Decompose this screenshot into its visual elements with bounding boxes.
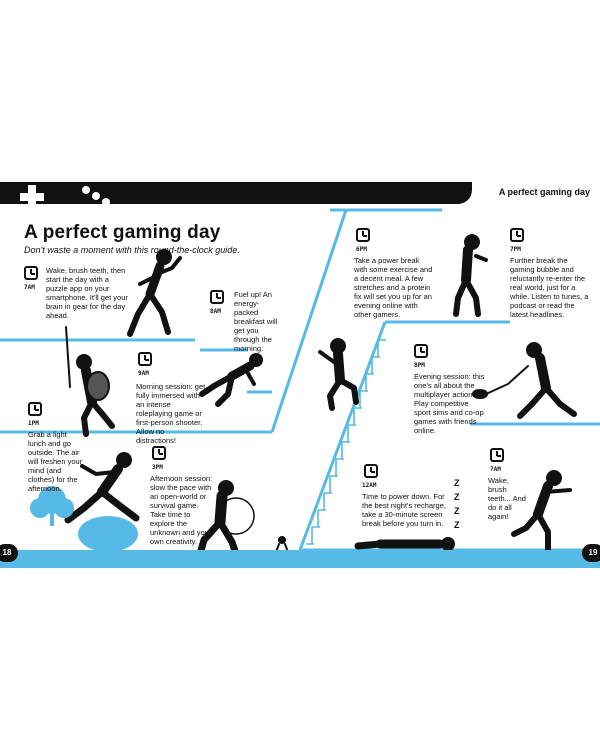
page-title: A perfect gaming day bbox=[24, 222, 221, 243]
page-subtitle: Don't waste a moment with this round-the… bbox=[24, 245, 240, 255]
clock-icon bbox=[24, 266, 38, 280]
button-dot-icon bbox=[92, 192, 100, 200]
time-label: 3PM bbox=[152, 464, 163, 471]
time-label: 7AM bbox=[24, 284, 35, 291]
stair-climber-figure bbox=[318, 338, 359, 411]
clock-icon bbox=[414, 344, 428, 358]
dpad-icon bbox=[20, 185, 44, 209]
bottom-band bbox=[0, 550, 600, 568]
running-head: A perfect gaming day bbox=[498, 187, 590, 197]
entry-text: Evening session: this one's all about th… bbox=[414, 372, 485, 435]
swordsman-figure bbox=[65, 326, 115, 437]
zzz-text: Z bbox=[454, 520, 460, 530]
tree-icon bbox=[30, 486, 74, 526]
time-label: 6PM bbox=[356, 246, 367, 253]
clock-icon bbox=[210, 290, 224, 304]
zzz-text: Z bbox=[454, 506, 460, 516]
button-dot-icon bbox=[82, 186, 90, 194]
page-number-left: 18 bbox=[0, 544, 18, 562]
entry-text: Afternoon session: slow the pace with an… bbox=[150, 474, 213, 546]
entry-text: Further break the gaming bubble and relu… bbox=[510, 256, 589, 319]
zzz-text: Z bbox=[454, 478, 460, 488]
morning-runner-figure bbox=[127, 249, 182, 337]
entry-text: Wake, brush teeth... And do it all again… bbox=[488, 476, 526, 521]
time-label: 1PM bbox=[28, 420, 39, 427]
breakfast-figure bbox=[199, 353, 263, 407]
book-spread: A perfect gaming day A perfect gaming da… bbox=[0, 182, 600, 568]
clock-icon bbox=[28, 402, 42, 416]
entry-text: Morning session: get fully immersed with… bbox=[136, 382, 206, 445]
header-bar: A perfect gaming day bbox=[0, 182, 600, 209]
time-label: 12AM bbox=[362, 482, 377, 489]
time-label: 8PM bbox=[414, 362, 425, 369]
clock-icon bbox=[138, 352, 152, 366]
time-label: 7PM bbox=[510, 246, 521, 253]
sleeping-figure bbox=[354, 537, 455, 551]
entry-text: Grab a light lunch and go outside. The a… bbox=[28, 430, 83, 493]
lunch-runner-figure bbox=[64, 452, 140, 524]
clock-icon bbox=[510, 228, 524, 242]
wake-runner-figure bbox=[511, 470, 572, 553]
exercise-figure bbox=[453, 234, 488, 317]
button-dot-icon bbox=[102, 198, 110, 206]
clock-icon bbox=[490, 448, 504, 462]
entry-text: Time to power down. For the best night's… bbox=[362, 492, 446, 528]
page-number-right: 19 bbox=[582, 544, 600, 562]
hockey-player-figure bbox=[472, 342, 577, 419]
clock-icon bbox=[356, 228, 370, 242]
pixel-bush-icon bbox=[78, 516, 138, 552]
clock-icon bbox=[364, 464, 378, 478]
entry-text: Fuel up! An energy-packed breakfast will… bbox=[234, 290, 278, 353]
clock-icon bbox=[152, 446, 166, 460]
zzz-text: Z bbox=[454, 492, 460, 502]
entry-text: Take a power break with some exercise an… bbox=[354, 256, 433, 319]
entry-text: Wake, brush teeth, then start the day wi… bbox=[46, 266, 128, 320]
time-label: 7AM bbox=[490, 466, 501, 473]
time-label: 8AM bbox=[210, 308, 221, 315]
time-label: 9AM bbox=[138, 370, 149, 377]
